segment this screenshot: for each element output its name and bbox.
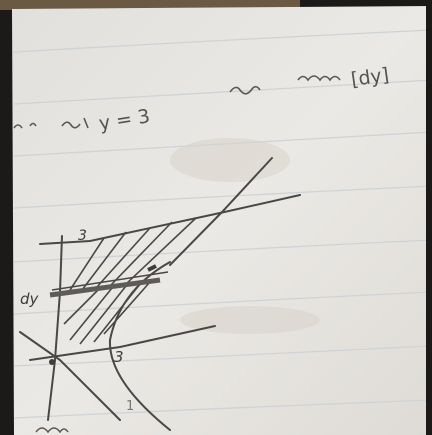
desk-right-edge <box>426 0 432 435</box>
label-curve-3: 3 <box>114 348 124 366</box>
dy-strip-edge <box>51 271 169 291</box>
steep-line <box>169 157 273 266</box>
label-top-3: 3 <box>78 228 87 244</box>
upper-line <box>39 194 301 245</box>
ruled-lines <box>13 29 432 419</box>
bottom-scribble <box>35 427 69 434</box>
point-marker <box>49 359 55 365</box>
notebook-paper <box>12 6 432 435</box>
vertical-boundary <box>47 235 63 421</box>
note-dy-bracket: [dy] <box>350 64 391 91</box>
dy-strip <box>49 277 161 298</box>
label-lower-1: 1 <box>126 399 134 414</box>
desk-wood-edge <box>0 0 300 10</box>
label-dy: dy <box>20 290 40 308</box>
hatched-region <box>63 217 197 345</box>
lower-diagonal <box>19 331 121 421</box>
heading-scribbles <box>13 75 341 129</box>
lower-line <box>29 325 216 361</box>
strip-end-marker <box>147 264 157 272</box>
